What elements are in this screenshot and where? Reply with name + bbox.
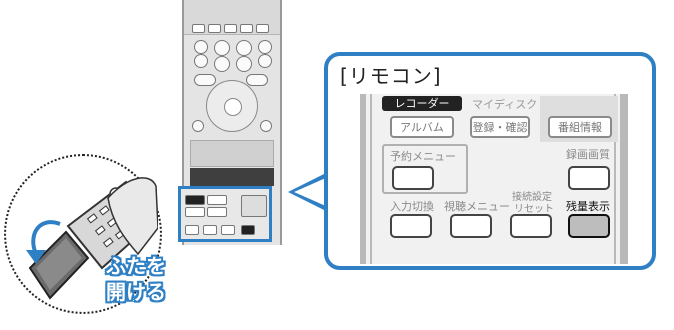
panel-stripe (360, 94, 366, 264)
callout-pointer (288, 172, 328, 212)
mini-button (221, 225, 235, 235)
recorder-mode-label[interactable]: レコーダー (382, 96, 462, 111)
remote-round-button (258, 54, 272, 68)
remaining-display-label: 残量表示 (566, 200, 610, 213)
open-lid-caption-line2: 開ける (106, 280, 166, 304)
remote-round-button (260, 120, 272, 132)
program-info-button[interactable]: 番組情報 (548, 116, 612, 138)
remote-small-button (224, 24, 237, 33)
view-menu-key[interactable] (450, 214, 492, 238)
album-button[interactable]: アルバム (390, 116, 454, 138)
input-switch-label: 入力切換 (390, 200, 434, 213)
register-confirm-button[interactable]: 登録・確認 (470, 116, 530, 138)
remote-round-button (192, 120, 204, 132)
panel-stripe (620, 94, 628, 264)
remote-small-button (192, 24, 205, 33)
reserve-menu-key[interactable] (392, 166, 434, 190)
remote-playback-band (190, 140, 274, 167)
panel-stripe (614, 94, 616, 264)
remote-small-button (240, 24, 253, 33)
open-lid-caption-line1: ふたを (106, 254, 166, 278)
remote-small-button (256, 24, 269, 33)
panel-stripe (370, 94, 372, 264)
mini-button (203, 225, 217, 235)
volume-minus-icon (214, 56, 230, 72)
view-menu-label: 視聴メニュー (444, 200, 510, 213)
remote-round-button (194, 54, 208, 68)
mini-button (207, 195, 227, 205)
connection-reset-label-2: リセット (514, 204, 554, 215)
remote-oval-button (194, 74, 216, 86)
mini-button (185, 207, 205, 217)
channel-plus-icon (236, 40, 252, 56)
remote-oval-button (246, 74, 268, 86)
mydisc-mode-label[interactable]: マイディスク (472, 98, 538, 111)
direction-pad (206, 80, 258, 132)
connection-reset-key[interactable] (510, 214, 552, 238)
mini-button (241, 195, 267, 217)
enter-button (224, 98, 242, 116)
mini-button (185, 225, 199, 235)
lid-area-highlight (178, 186, 272, 242)
remote-round-button (258, 40, 272, 54)
channel-minus-icon (236, 56, 252, 72)
remote-lid-illustration (26, 177, 158, 300)
reserve-menu-label: 予約メニュー (390, 150, 456, 163)
mini-recorder-button (185, 195, 205, 205)
mini-button (207, 207, 227, 217)
remote-color-key-band (190, 168, 274, 186)
callout-title: [リモコン] (340, 64, 442, 88)
mini-remaining-button (241, 225, 255, 235)
remote-round-button (194, 40, 208, 54)
remaining-display-key[interactable] (568, 214, 610, 238)
record-quality-key[interactable] (568, 166, 610, 190)
input-switch-key[interactable] (390, 214, 432, 238)
remote-small-button (208, 24, 221, 33)
volume-plus-icon (214, 40, 230, 56)
reserve-menu-frame (382, 144, 468, 194)
connection-reset-label-1: 接続設定 (512, 192, 552, 203)
record-quality-label: 録画画質 (566, 148, 610, 161)
